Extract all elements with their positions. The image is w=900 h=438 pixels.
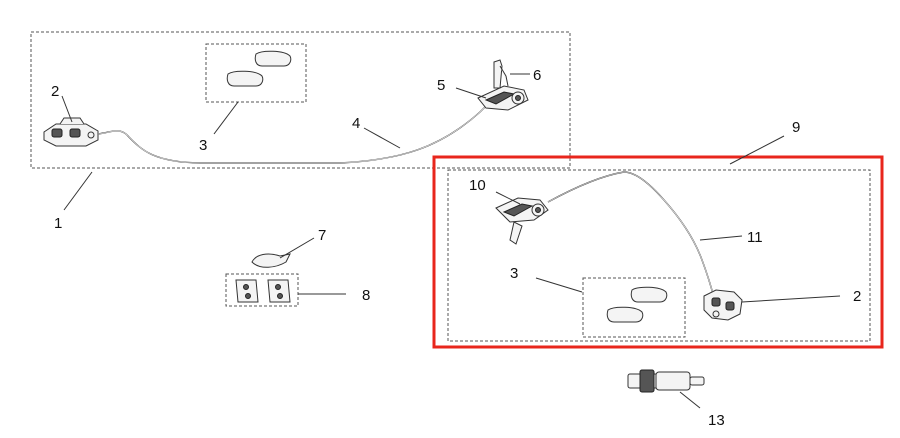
- highlight-frame: [432, 155, 884, 349]
- adapter-box: [225, 273, 299, 307]
- adapter-parts: [235, 279, 291, 303]
- pads-box-bottom: [582, 277, 686, 338]
- callout-2-left: 2: [51, 83, 59, 100]
- brake-lever-right: [477, 59, 529, 111]
- callout-8: 8: [362, 287, 370, 304]
- brake-switch-part: [627, 369, 705, 393]
- leader-lines: [61, 73, 841, 409]
- brake-lever-left: [495, 197, 549, 245]
- caliper-part-right: [703, 289, 743, 321]
- callout-4: 4: [352, 115, 360, 132]
- callout-5: 5: [437, 77, 445, 94]
- callout-9: 9: [792, 119, 800, 136]
- callout-6: 6: [533, 67, 541, 84]
- callout-3-bottom: 3: [510, 265, 518, 282]
- callout-13: 13: [708, 412, 725, 429]
- pads-box-top: [205, 43, 307, 103]
- callout-2-right: 2: [853, 288, 861, 305]
- callout-7: 7: [318, 227, 326, 244]
- callout-11: 11: [747, 229, 763, 246]
- brake-pads-bottom: [606, 286, 668, 323]
- brake-hose-left: [97, 97, 495, 164]
- callout-1: 1: [54, 215, 62, 232]
- assembly-1-box: [30, 31, 571, 169]
- brake-hose-right: [547, 171, 715, 299]
- caliper-part-left: [43, 117, 99, 147]
- assembly-9-box: [447, 169, 871, 342]
- brake-pads-top: [226, 50, 292, 87]
- callout-3-top: 3: [199, 137, 207, 154]
- callout-10: 10: [469, 177, 486, 194]
